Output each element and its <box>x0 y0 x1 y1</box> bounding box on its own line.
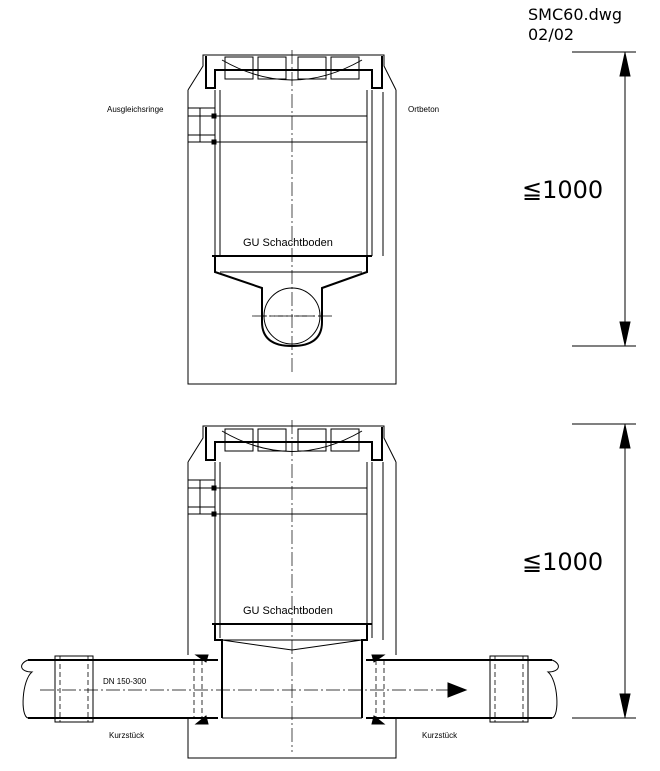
outer-concrete-block <box>187 90 397 385</box>
left-coupling <box>54 655 94 723</box>
cover-rib-1 <box>224 56 254 80</box>
right-coupling <box>489 655 529 723</box>
cover-rim <box>205 56 383 89</box>
flow-arrow <box>447 682 468 698</box>
cover-rib-3 <box>297 56 327 80</box>
cover-frame <box>187 54 397 91</box>
label-kurzstueck-left: Kurzstück <box>109 731 145 740</box>
top-manhole-section <box>187 50 397 385</box>
sheet-number: 02/02 <box>528 25 574 44</box>
label-ortbeton: Ortbeton <box>408 105 439 114</box>
bottom-dimension <box>572 423 636 719</box>
left-pipe-end <box>21 659 34 719</box>
label-kurzstueck-right: Kurzstück <box>422 731 458 740</box>
label-dn: DN 150-300 <box>103 677 147 686</box>
dimension-bottom: ≦1000 <box>522 548 603 576</box>
cover-rib-4 <box>330 56 360 80</box>
top-dimension <box>572 51 636 347</box>
label-ausgleichsringe: Ausgleichsringe <box>107 105 164 114</box>
dimension-top: ≦1000 <box>522 176 603 204</box>
bottom-block <box>187 718 397 759</box>
bottom-manhole-section <box>21 420 559 759</box>
label-schachtboden-top: GU Schachtboden <box>243 237 333 249</box>
cover-frame-2 <box>187 425 397 463</box>
file-name: SMC60.dwg <box>528 5 622 24</box>
cover-rib-2 <box>257 56 287 80</box>
label-schachtboden-bottom: GU Schachtboden <box>243 605 333 617</box>
base-channel <box>214 256 368 348</box>
right-pipe-end <box>546 659 559 719</box>
